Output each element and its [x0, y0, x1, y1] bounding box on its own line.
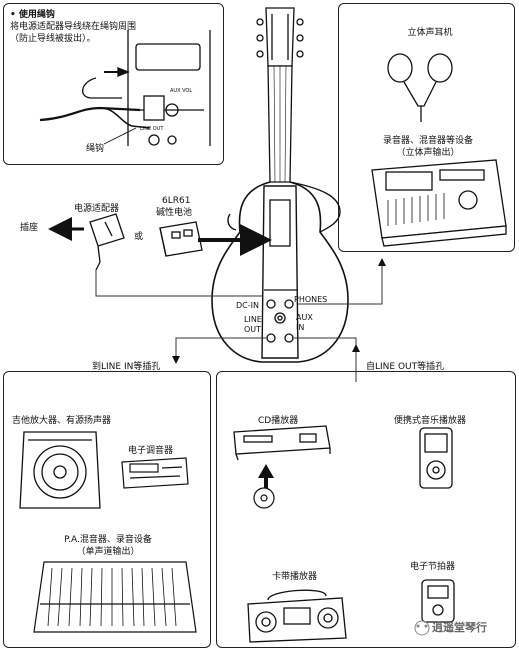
to-line-in-label: 到LINE IN等插孔 [92, 362, 161, 372]
panel-line-out-text: LINE OUT [140, 126, 164, 132]
headphones-label: 立体声耳机 [407, 28, 453, 38]
electronic-tuner-illustration [121, 457, 189, 489]
aux-in-label-1: AUX [296, 313, 313, 322]
panel-aux-vol-text: AUX VOL [170, 88, 193, 94]
pa-mixer-illustration [33, 561, 197, 633]
disc-insert-arrow [258, 464, 274, 488]
portable-player-label: 便携式音乐播放器 [394, 416, 467, 426]
battery-label-1: 6LR61 [162, 196, 191, 206]
pa-label-1: P.A.混音器、录音设备 [64, 535, 152, 545]
amp-label: 吉他放大器、有源扬声器 [12, 416, 112, 426]
strap-hook-box [3, 3, 224, 165]
cd-player-illustration [233, 425, 331, 461]
from-line-out-label: 自LINE OUT等插孔 [366, 362, 445, 372]
battery-9v-illustration [159, 221, 203, 257]
socket-label: 插座 [20, 223, 39, 233]
pa-label-2: （单声道输出） [76, 547, 140, 557]
hook-label: 绳钩 [86, 144, 105, 154]
stereo-headphones-illustration [387, 53, 453, 122]
hook-label-leader [103, 127, 137, 145]
metronome-label: 电子节拍器 [410, 562, 456, 572]
portable-music-player-illustration [419, 427, 453, 489]
power-adapter-illustration [89, 213, 125, 271]
aux-in-label-2: IN [296, 323, 305, 332]
line-out-label-2: OUT [244, 325, 262, 334]
silent-guitar-illustration [211, 7, 349, 363]
recorder-label-2: （立体声输出） [396, 148, 460, 158]
cd-player-label: CD播放器 [258, 416, 299, 426]
cassette-boombox-illustration [247, 589, 347, 643]
watermark-text: 逍遥堂琴行 [432, 621, 487, 634]
cassette-label: 卡带播放器 [272, 572, 318, 582]
tuner-label: 电子调音器 [128, 446, 174, 456]
compact-disc-icon [253, 487, 275, 509]
strap-hook-desc-2: （防止导线被拔出）。 [10, 34, 96, 44]
dc-in-label: DC-IN [236, 301, 259, 310]
electronic-metronome-illustration [421, 579, 455, 623]
battery-label-2: 碱性电池 [156, 208, 193, 218]
strap-hook-heading: • 使用绳钩 [10, 10, 55, 20]
strap-hook-desc-1: 将电源适配器导线绕在绳钩周围 [10, 22, 137, 32]
line-out-devices-box [216, 371, 516, 648]
recorder-label-1: 录音器、混音器等设备 [382, 136, 474, 146]
strap-hook-illustration [39, 30, 211, 146]
phones-label: PHONES [294, 295, 328, 304]
or-label: 或 [134, 232, 144, 242]
multitrack-recorder-illustration [371, 159, 507, 247]
guitar-amplifier-illustration [19, 431, 101, 509]
watermark-logo [414, 620, 430, 636]
line-out-label-1: LINE [244, 315, 262, 324]
adapter-label: 电源适配器 [74, 204, 120, 214]
